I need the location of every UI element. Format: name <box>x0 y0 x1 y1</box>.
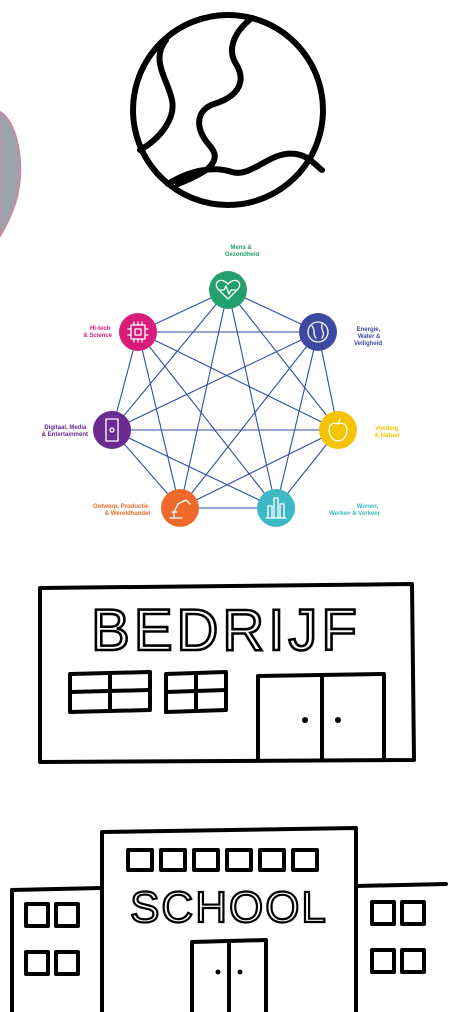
connection-line <box>137 331 277 509</box>
node-digitaal <box>93 411 131 449</box>
label-mens-1: Mens & <box>230 245 252 251</box>
node-ontwerp <box>161 489 199 527</box>
connection-line <box>179 429 339 509</box>
connection-line <box>111 331 319 431</box>
node-wonen <box>257 489 295 527</box>
node-voeding <box>319 411 357 449</box>
label-hitech-2: & Science <box>83 333 112 339</box>
svg-text:Energie, Water & Veili: Energie, Water & Veiligheid <box>354 327 382 347</box>
svg-text:Wonen, Werken & Verkeer: Wonen, Werken & Verkeer <box>329 504 381 517</box>
connection-line <box>227 289 339 431</box>
node-hitech <box>119 313 157 351</box>
label-wonen-1: Wonen, <box>357 504 379 510</box>
connection-line <box>137 331 181 509</box>
globe-icon <box>307 321 329 343</box>
label-energie-2: Water & <box>358 334 381 340</box>
node-mens <box>209 271 247 309</box>
svg-text:Mens & Gezondheid: Mens & Gezondheid <box>225 245 260 258</box>
label-energie-3: Veiligheid <box>354 341 382 347</box>
connection-line <box>179 289 229 509</box>
connection-line <box>275 331 319 509</box>
label-hitech-1: Hi-tech <box>90 326 111 332</box>
connection-line <box>137 331 339 431</box>
chip-icon <box>127 321 149 343</box>
connection-line <box>111 289 229 431</box>
robot-arm-icon <box>169 499 191 519</box>
apple-icon <box>328 418 348 442</box>
label-energie-1: Energie, <box>357 327 381 333</box>
label-mens-2: Gezondheid <box>225 252 260 258</box>
svg-text:Digitaal, Media & Entertai: Digitaal, Media & Entertainment <box>42 425 88 438</box>
label-ontwerp-1: Ontwerp, Productie <box>93 504 149 510</box>
svg-text:Hi-tech & Science: Hi-tech & Science <box>83 326 112 339</box>
svg-text:Ontwerp, Productie & Werel: Ontwerp, Productie & Wereldhandel <box>93 504 150 517</box>
label-wonen-2: Werken & Verkeer <box>329 511 381 517</box>
city-icon <box>265 497 287 519</box>
label-ontwerp-2: & Wereldhandel <box>105 511 151 517</box>
phone-icon <box>105 418 119 442</box>
label-digitaal-2: & Entertainment <box>42 432 88 438</box>
connection-line <box>111 429 277 509</box>
svg-text:Voeding & Natuur: Voeding & Natuur <box>375 426 401 439</box>
connection-line <box>179 331 319 509</box>
label-voeding-1: Voeding <box>375 426 399 432</box>
connection-line <box>227 289 277 509</box>
heart-pulse-icon <box>215 279 241 300</box>
company-sign: BEDRIJF <box>91 598 361 663</box>
node-energie <box>299 313 337 351</box>
label-digitaal-1: Digitaal, Media <box>44 425 87 431</box>
school-sign: SCHOOL <box>130 883 328 932</box>
label-voeding-2: & Natuur <box>375 433 401 439</box>
